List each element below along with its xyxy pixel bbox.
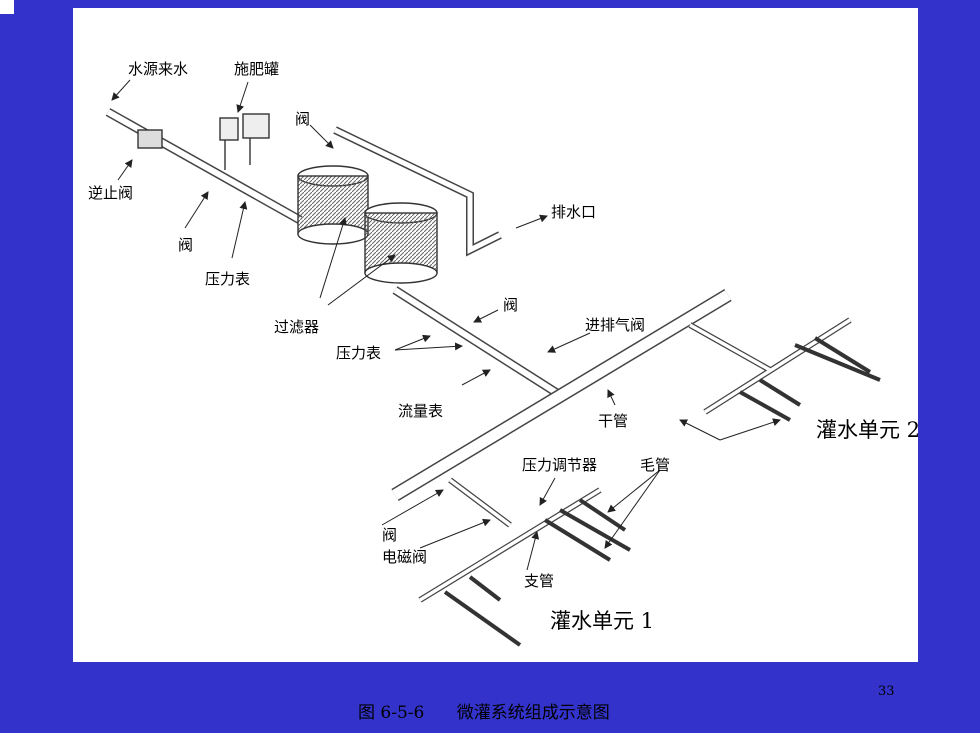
label-unit-2: 灌水单元 2 <box>816 418 921 442</box>
label-pressure-gauge-inlet: 压力表 <box>205 270 251 288</box>
label-solenoid-valve: 电磁阀 <box>382 548 428 566</box>
label-valve-filter: 阀 <box>295 110 311 128</box>
label-flow-meter: 流量表 <box>398 402 444 420</box>
label-capillary: 毛管 <box>640 456 671 474</box>
label-check-valve: 逆止阀 <box>88 184 134 202</box>
label-drain: 排水口 <box>551 203 597 221</box>
corner-mark <box>0 0 14 14</box>
label-air-valve: 进排气阀 <box>585 316 646 334</box>
label-fertilizer-tank: 施肥罐 <box>234 60 280 78</box>
label-valve-inlet: 阀 <box>178 236 194 254</box>
label-filter: 过滤器 <box>274 318 320 336</box>
label-valve-unit1: 阀 <box>382 526 398 544</box>
page-number: 33 <box>878 684 895 699</box>
label-main-pipe: 干管 <box>598 412 629 430</box>
label-pressure-gauge-mid: 压力表 <box>336 344 382 362</box>
label-pressure-regulator: 压力调节器 <box>522 456 598 474</box>
label-water-source: 水源来水 <box>128 60 189 78</box>
label-valve-mid: 阀 <box>503 296 519 314</box>
figure-caption: 图 6-5-6 微灌系统组成示意图 <box>358 703 610 723</box>
label-branch-pipe: 支管 <box>524 572 555 590</box>
label-unit-1: 灌水单元 1 <box>550 609 655 633</box>
